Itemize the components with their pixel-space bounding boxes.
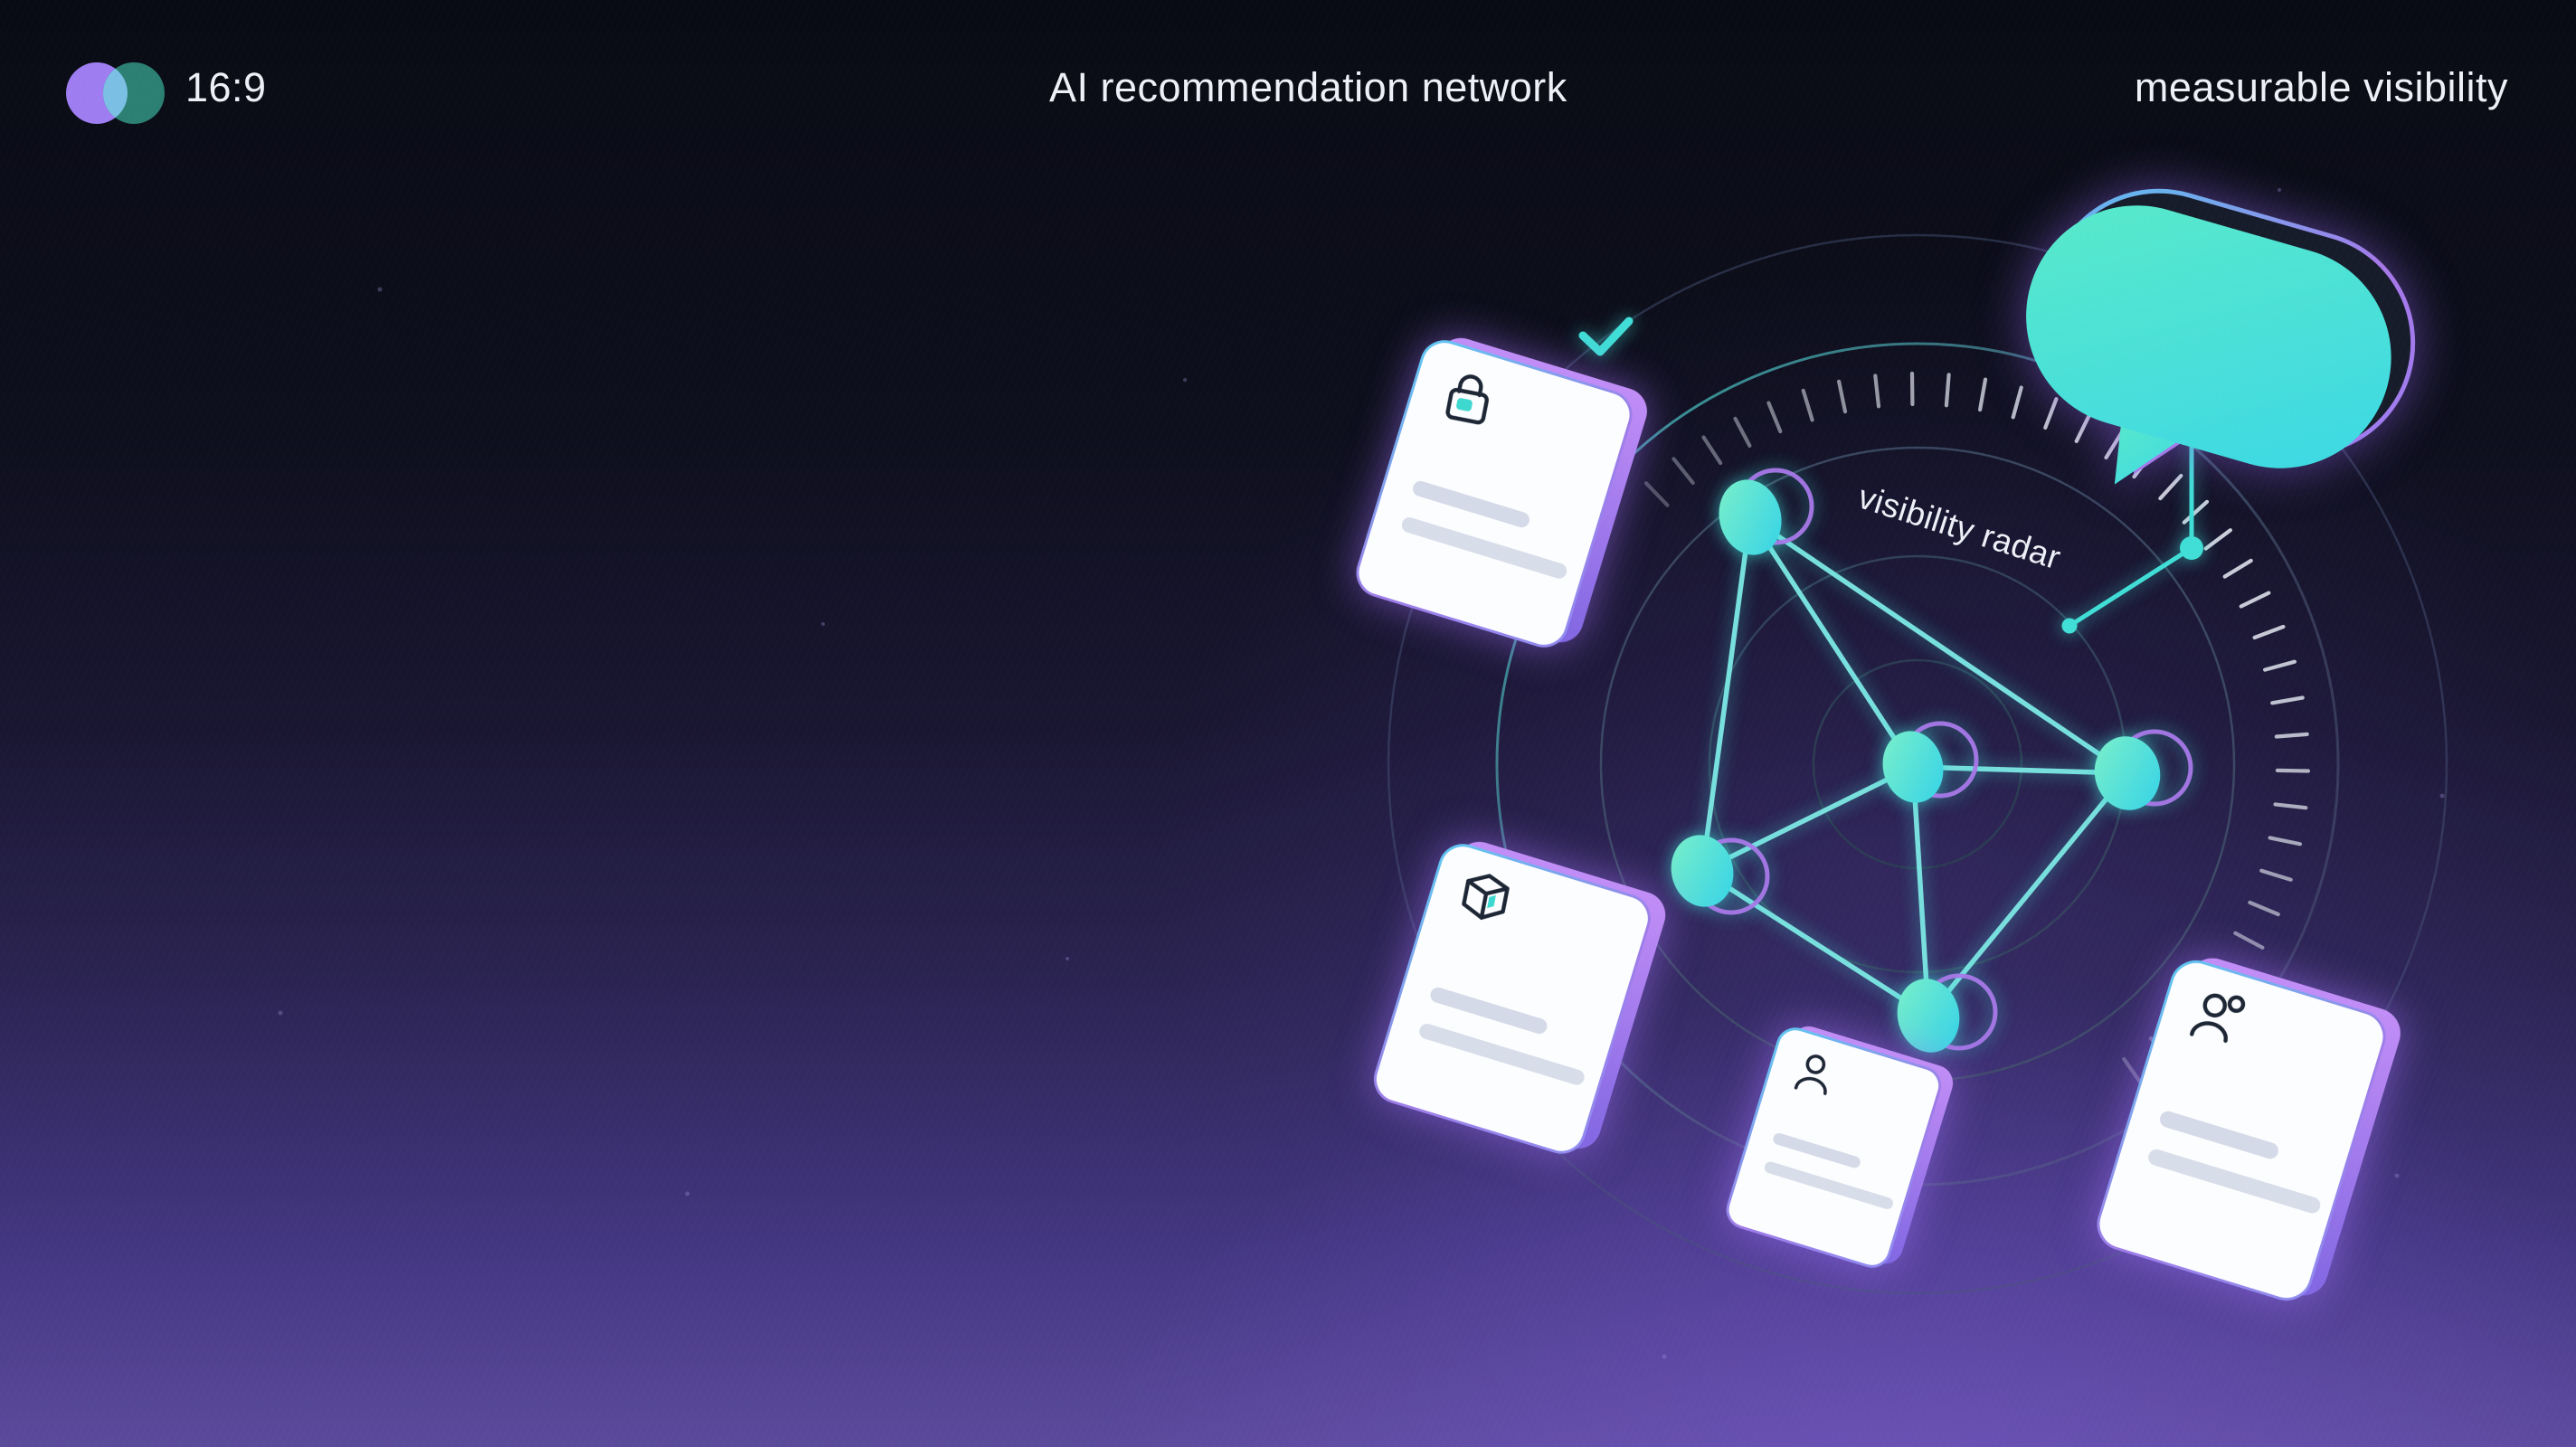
lock-icon	[1445, 374, 1490, 425]
radar-tick	[1643, 481, 1670, 507]
node-dot	[1719, 479, 1782, 555]
card-package	[1373, 841, 1666, 1154]
radar-tick	[1978, 377, 1988, 412]
radar-tick	[2252, 624, 2286, 640]
network-node	[1882, 721, 1979, 803]
speech-bubble-body	[2026, 205, 2391, 485]
network-edge	[1747, 515, 2130, 776]
radar-tick	[2270, 695, 2305, 705]
radar-tick	[2043, 397, 2059, 430]
radar-tick	[2233, 931, 2265, 950]
radar-tick	[2011, 385, 2023, 420]
radar-tick	[1672, 457, 1695, 486]
card-text-line	[1764, 1161, 1893, 1210]
user-icon	[1794, 1055, 1827, 1095]
node-dot	[2094, 736, 2161, 810]
node-dot	[1671, 835, 1734, 907]
connector-segment	[2067, 545, 2194, 629]
user-add-icon	[2189, 993, 2246, 1044]
network-node	[1719, 468, 1814, 555]
speech-bubble-icon	[2026, 188, 2416, 485]
radar-tick	[1944, 373, 1951, 408]
radar-tick	[2259, 868, 2293, 882]
radar-tick	[2239, 591, 2271, 609]
network-nodes	[1671, 468, 2193, 1053]
network-edge	[1747, 515, 1916, 770]
radar-tick	[1766, 401, 1783, 434]
card-text-line	[1401, 517, 1567, 579]
page-title: AI recommendation network	[1049, 64, 1567, 110]
radar-tick	[2222, 558, 2253, 579]
radar-tick	[1733, 416, 1752, 448]
radar-tick	[2248, 900, 2280, 917]
network-node	[1671, 835, 1770, 915]
network-edge	[1910, 764, 1931, 1018]
radar-tick	[2158, 473, 2183, 501]
radar-tick	[2203, 528, 2232, 551]
network-edges	[1700, 515, 2130, 1018]
radar-tick	[2122, 1056, 2144, 1087]
check-icon	[1578, 317, 1634, 356]
radar-tick	[2182, 499, 2210, 525]
network-edge	[1700, 868, 1931, 1018]
info-cards	[1356, 337, 2401, 1300]
card-text-line	[1419, 1024, 1585, 1085]
card-text-line	[2148, 1149, 2321, 1214]
card-text-line	[1430, 987, 1548, 1035]
radar-label: visibility radar	[1854, 478, 2066, 577]
connector-line	[2061, 431, 2203, 634]
aspect-ratio-label: 16:9	[185, 64, 267, 110]
radar-tick	[2074, 411, 2092, 443]
tagline: measurable visibility	[2134, 64, 2508, 110]
network-node	[1897, 973, 1998, 1053]
radar-tick	[2263, 659, 2297, 672]
radar-tick	[1873, 374, 1881, 409]
card-text-line	[2160, 1111, 2278, 1159]
card-user	[1726, 1026, 1954, 1268]
radar-tick	[1836, 379, 1848, 414]
card-user-add	[2097, 958, 2401, 1300]
card-text-line	[1773, 1132, 1861, 1168]
node-dot	[1897, 979, 1960, 1053]
radar-tick	[1701, 435, 1723, 466]
connector-dot	[2180, 536, 2203, 560]
radar-tick	[2274, 732, 2309, 739]
card-lock	[1356, 337, 1647, 648]
logo-venn-icon	[103, 62, 128, 124]
radar-tick	[2273, 802, 2308, 810]
connector-dot	[2061, 618, 2078, 634]
radar-tick	[2268, 836, 2302, 846]
package-icon	[1462, 874, 1510, 920]
network-edge	[1700, 764, 1916, 874]
radar-tick	[1801, 388, 1814, 422]
network-edge	[1700, 515, 1753, 874]
card-text-line	[1413, 480, 1530, 528]
logo	[66, 62, 165, 124]
network-node	[2094, 729, 2193, 810]
node-dot	[1882, 731, 1944, 803]
radar-tick	[2104, 430, 2125, 460]
star-specks	[278, 188, 2445, 1359]
radar-circle	[1387, 233, 2448, 1295]
card-face	[2097, 960, 2386, 1300]
network-edge	[1910, 764, 2130, 776]
network-edge	[1926, 771, 2130, 1018]
